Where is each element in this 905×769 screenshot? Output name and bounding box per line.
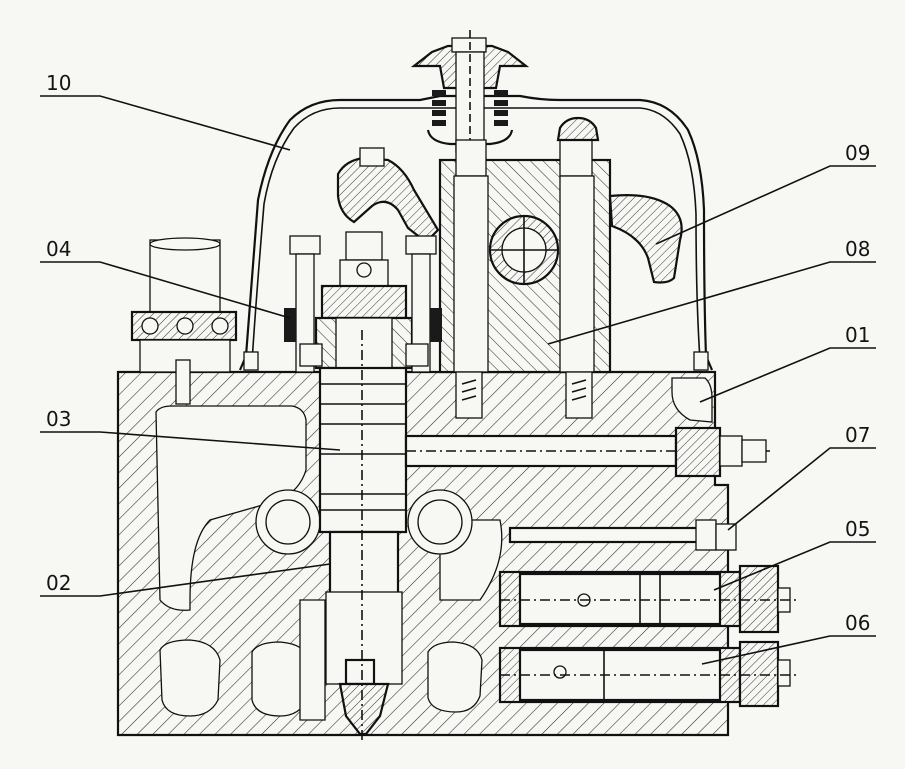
callout-06: 06	[845, 611, 870, 635]
callout-02: 02	[46, 571, 71, 595]
pipe-fitting	[130, 237, 238, 405]
callout-05: 05	[845, 517, 870, 541]
plunger-05	[498, 564, 800, 634]
rocker-support-block	[438, 116, 612, 419]
fuel-line-bolt	[404, 426, 770, 478]
callout-01: 01	[845, 323, 870, 347]
hold-down-studs	[284, 235, 442, 373]
plunger-06	[498, 640, 800, 708]
rocker-arm	[336, 147, 683, 284]
thin-screw	[508, 519, 737, 551]
callout-07: 07	[845, 423, 870, 447]
callout-10: 10	[46, 71, 71, 95]
injector-assembly	[314, 231, 414, 740]
valve-cover	[238, 94, 714, 371]
callout-04: 04	[46, 237, 71, 261]
callout-08: 08	[845, 237, 870, 261]
leader-lines	[40, 95, 876, 665]
callout-03: 03	[46, 407, 71, 431]
callout-09: 09	[845, 141, 870, 165]
cover-cap-nut	[410, 30, 530, 170]
